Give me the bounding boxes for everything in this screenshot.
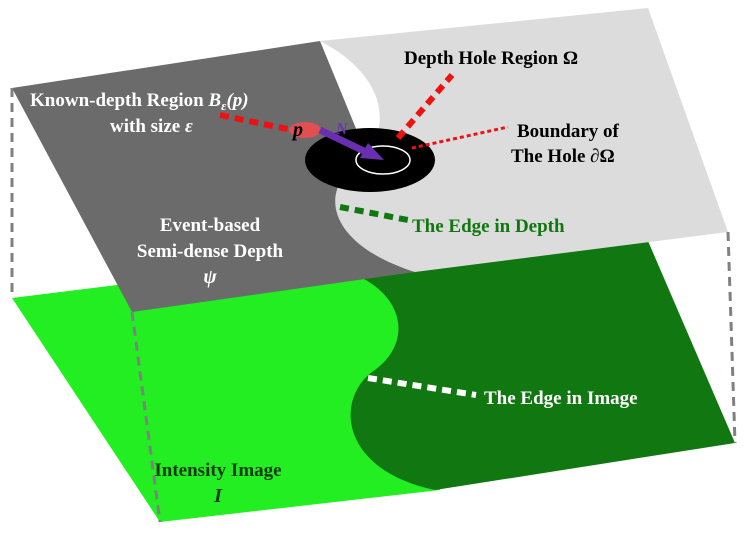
leader-boundary — [411, 125, 509, 150]
leader-lines — [219, 73, 509, 398]
normal-arrow-head — [360, 143, 384, 160]
leader-edge-image — [367, 375, 477, 398]
leader-known-depth — [219, 112, 293, 133]
connector-right — [726, 231, 737, 444]
label-known-depth-arg: (p) — [226, 90, 248, 111]
leader-edge-depth — [339, 204, 409, 223]
label-semi-dense-line1: Event-based — [160, 215, 261, 236]
label-intensity-symbol: I — [213, 485, 223, 507]
intensity-bright-region — [12, 248, 440, 522]
point-p-marker — [289, 122, 321, 138]
labels: Depth Hole Region Ω Known-depth Region B… — [30, 48, 638, 507]
hole-disc — [305, 128, 435, 192]
label-known-depth-text: Known-depth Region — [30, 90, 208, 111]
intensity-dark-region — [350, 241, 735, 490]
label-known-depth-sub: ε — [221, 98, 227, 113]
label-known-depth-line1: Known-depth Region Bε(p) — [30, 90, 249, 113]
intensity-image-plane — [12, 241, 735, 522]
depth-hole-plane-region — [320, 8, 728, 272]
label-depth-hole: Depth Hole Region Ω — [404, 48, 578, 69]
depth-hole — [289, 122, 435, 192]
label-boundary-line2: The Hole ∂Ω — [511, 146, 615, 167]
label-semi-dense-symbol: ψ — [203, 266, 217, 288]
plane-connectors — [10, 88, 737, 523]
label-boundary-line1: Boundary of — [517, 121, 620, 142]
label-known-depth-line2: with size ε — [110, 116, 193, 137]
hole-boundary-ring — [355, 145, 411, 175]
label-intensity-line1: Intensity Image — [154, 460, 281, 481]
normal-arrow-shaft — [318, 126, 368, 156]
label-known-depth-math: B — [207, 90, 221, 111]
label-point-p: p — [291, 119, 303, 141]
label-normal-n: N — [335, 121, 349, 138]
label-semi-dense-line2: Semi-dense Depth — [137, 241, 284, 262]
label-edge-image: The Edge in Image — [484, 388, 638, 409]
label-size-text: with size — [110, 116, 185, 137]
label-edge-depth: The Edge in Depth — [412, 216, 565, 237]
label-size-math: ε — [185, 116, 193, 137]
depth-map-plane — [12, 8, 728, 312]
depth-known-region — [12, 41, 415, 312]
connector-front — [130, 311, 162, 523]
